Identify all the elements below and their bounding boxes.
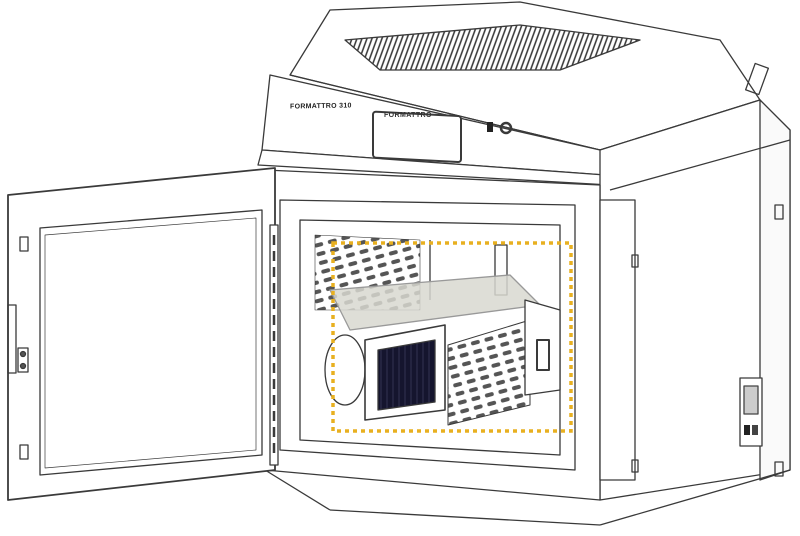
air-filter-module — [364, 299, 561, 426]
power-button — [499, 121, 513, 135]
open-door — [7, 167, 279, 501]
right-side-panel — [599, 62, 791, 501]
top-mesh-grille — [344, 24, 641, 71]
side-door-hinge — [269, 224, 279, 466]
usb-port — [487, 122, 493, 132]
printer-body — [7, 1, 791, 526]
brand-label: FORMATTRO 310 — [290, 102, 352, 111]
perforated-filter-cover — [447, 319, 531, 426]
screen-label: FORMATTRO — [384, 112, 432, 119]
top-cap — [289, 1, 761, 151]
touch-screen — [372, 110, 462, 164]
highlight-box — [331, 241, 573, 433]
control-panel — [257, 74, 611, 186]
hepa-filter — [377, 339, 436, 411]
